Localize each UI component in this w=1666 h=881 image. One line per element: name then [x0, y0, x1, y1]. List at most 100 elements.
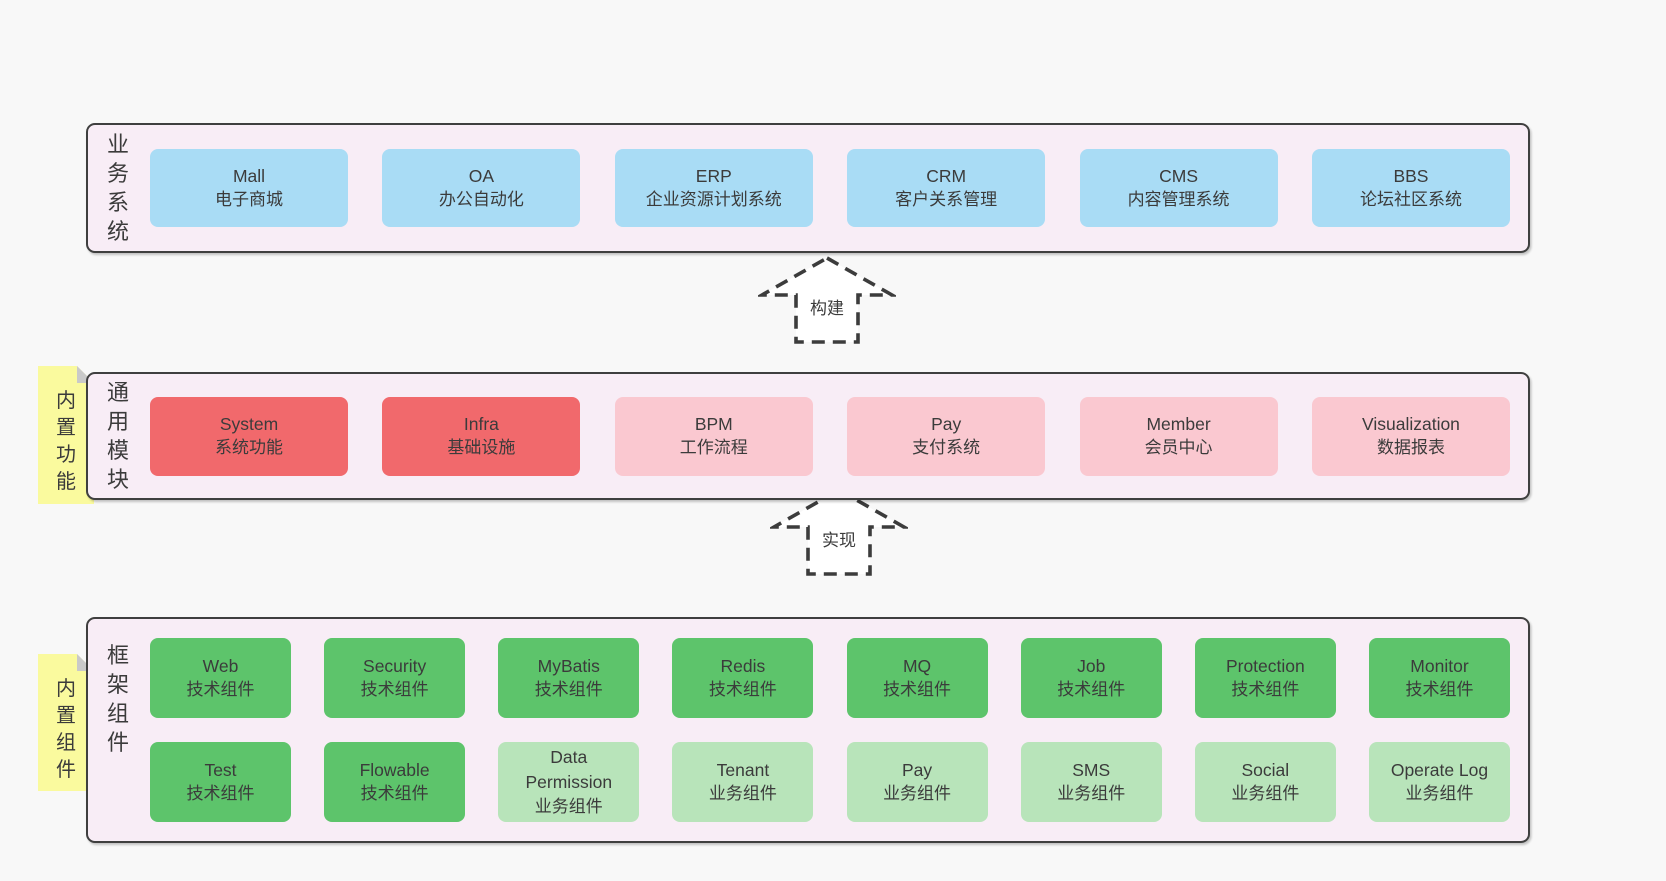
module-subtitle: 业务组件 [1057, 784, 1126, 804]
builtin-features-tab: 内置功能 [38, 366, 94, 504]
module-title: CMS [1159, 165, 1198, 186]
module-title: System [219, 413, 279, 434]
module-title: MQ [902, 655, 932, 676]
module-box: Data Permission 业务组件 [498, 742, 640, 822]
module-box: Web 技术组件 [150, 638, 291, 718]
module-subtitle: 技术组件 [360, 784, 429, 804]
module-subtitle: 业务组件 [1405, 784, 1474, 804]
layer-business-systems-label: 业务系统 [106, 132, 129, 244]
module-subtitle: 业务组件 [708, 784, 777, 804]
module-subtitle: 支付系统 [912, 438, 981, 458]
module-box: Redis 技术组件 [672, 638, 814, 718]
module-subtitle: 办公自动化 [438, 190, 524, 210]
module-title: Flowable [359, 759, 430, 780]
module-subtitle: 论坛社区系统 [1359, 190, 1462, 210]
module-title: Infra [463, 413, 499, 434]
module-subtitle: 电子商城 [215, 190, 283, 210]
module-subtitle: 业务组件 [1231, 784, 1300, 804]
module-subtitle: 内容管理系统 [1127, 190, 1230, 210]
box-row: Web 技术组件 Security 技术组件 MyBatis 技术组件 Redi… [88, 638, 1528, 718]
module-box: ERP 企业资源计划系统 [614, 149, 813, 227]
module-box: Protection 技术组件 [1194, 638, 1336, 718]
module-box: Monitor 技术组件 [1368, 638, 1510, 718]
box-row: System 系统功能 Infra 基础设施 BPM 工作流程 Pay 支付系统… [88, 396, 1528, 476]
module-subtitle: 数据报表 [1376, 438, 1445, 458]
module-title: OA [468, 165, 495, 186]
module-title: CRM [926, 165, 967, 186]
module-box: OA 办公自动化 [382, 149, 581, 227]
module-subtitle: 基础设施 [447, 438, 516, 458]
module-subtitle: 系统功能 [215, 438, 283, 458]
module-subtitle: 工作流程 [679, 438, 748, 458]
module-subtitle: 业务组件 [534, 796, 603, 816]
module-box: Test 技术组件 [150, 742, 291, 822]
box-row: Test 技术组件 Flowable 技术组件 Data Permission … [88, 742, 1528, 822]
module-title: Redis [720, 655, 766, 676]
build-arrow: 构建 [758, 255, 896, 345]
module-subtitle: 技术组件 [186, 784, 255, 804]
module-subtitle: 技术组件 [534, 680, 603, 700]
module-box: BBS 论坛社区系统 [1311, 149, 1510, 227]
module-title: Member [1146, 413, 1211, 434]
module-box: MQ 技术组件 [846, 638, 988, 718]
builtin-features-tab-label: 内置功能 [56, 390, 76, 493]
module-subtitle: 技术组件 [186, 680, 255, 700]
module-box: CMS 内容管理系统 [1079, 149, 1278, 227]
layer-business-systems: 业务系统 Mall 电子商城 OA 办公自动化 ERP 企业资源计划系统 CRM… [86, 123, 1530, 253]
module-subtitle: 业务组件 [883, 784, 952, 804]
module-box: Security 技术组件 [324, 638, 466, 718]
module-title: Mall [232, 165, 266, 186]
implement-arrow: 实现 [770, 487, 908, 577]
module-box: System 系统功能 [150, 396, 348, 476]
module-title: Job [1077, 655, 1106, 676]
module-box: Pay 支付系统 [847, 396, 1046, 476]
module-title: BBS [1393, 165, 1429, 186]
module-box: Member 会员中心 [1079, 396, 1278, 476]
layer-framework-components-rows: Web 技术组件 Security 技术组件 MyBatis 技术组件 Redi… [88, 619, 1528, 841]
module-box: Social 业务组件 [1194, 742, 1336, 822]
layer-common-modules: 通用模块 System 系统功能 Infra 基础设施 BPM 工作流程 Pay… [86, 372, 1530, 500]
module-box: Pay 业务组件 [846, 742, 988, 822]
module-box: BPM 工作流程 [614, 396, 813, 476]
module-subtitle: 技术组件 [1057, 680, 1126, 700]
module-title: Web [202, 655, 239, 676]
module-box: Job 技术组件 [1020, 638, 1162, 718]
module-title: Data Permission [525, 747, 613, 792]
module-title: ERP [695, 165, 732, 186]
module-title: Social [1241, 759, 1290, 780]
builtin-components-tab-label: 内置组件 [56, 678, 76, 781]
layer-business-systems-rows: Mall 电子商城 OA 办公自动化 ERP 企业资源计划系统 CRM 客户关系… [88, 125, 1528, 251]
module-subtitle: 技术组件 [708, 680, 777, 700]
module-subtitle: 会员中心 [1144, 438, 1213, 458]
build-arrow-label: 构建 [807, 293, 847, 320]
layer-framework-components-label: 框架组件 [106, 643, 129, 755]
module-title: Test [204, 759, 237, 780]
module-subtitle: 技术组件 [883, 680, 952, 700]
implement-arrow-label: 实现 [819, 525, 859, 552]
layer-framework-components: 框架组件 Web 技术组件 Security 技术组件 MyBatis 技术组件… [86, 617, 1530, 843]
module-title: Security [363, 655, 427, 676]
module-subtitle: 技术组件 [1405, 680, 1474, 700]
module-title: Protection [1225, 655, 1305, 676]
module-title: Tenant [716, 759, 770, 780]
module-title: Visualization [1361, 413, 1460, 434]
module-subtitle: 客户关系管理 [895, 190, 998, 210]
module-title: BPM [694, 413, 733, 434]
layer-common-modules-rows: System 系统功能 Infra 基础设施 BPM 工作流程 Pay 支付系统… [88, 374, 1528, 498]
module-box: Mall 电子商城 [150, 149, 348, 227]
module-box: Operate Log 业务组件 [1368, 742, 1510, 822]
module-title: SMS [1072, 759, 1111, 780]
module-subtitle: 技术组件 [360, 680, 429, 700]
module-box: Visualization 数据报表 [1311, 396, 1510, 476]
module-box: Tenant 业务组件 [672, 742, 814, 822]
module-subtitle: 技术组件 [1231, 680, 1300, 700]
box-row: Mall 电子商城 OA 办公自动化 ERP 企业资源计划系统 CRM 客户关系… [88, 149, 1528, 227]
module-title: Monitor [1410, 655, 1469, 676]
module-box: SMS 业务组件 [1020, 742, 1162, 822]
module-title: Operate Log [1390, 759, 1489, 780]
module-box: Infra 基础设施 [382, 396, 581, 476]
module-box: Flowable 技术组件 [324, 742, 466, 822]
module-title: Pay [901, 759, 933, 780]
module-title: MyBatis [537, 655, 600, 676]
